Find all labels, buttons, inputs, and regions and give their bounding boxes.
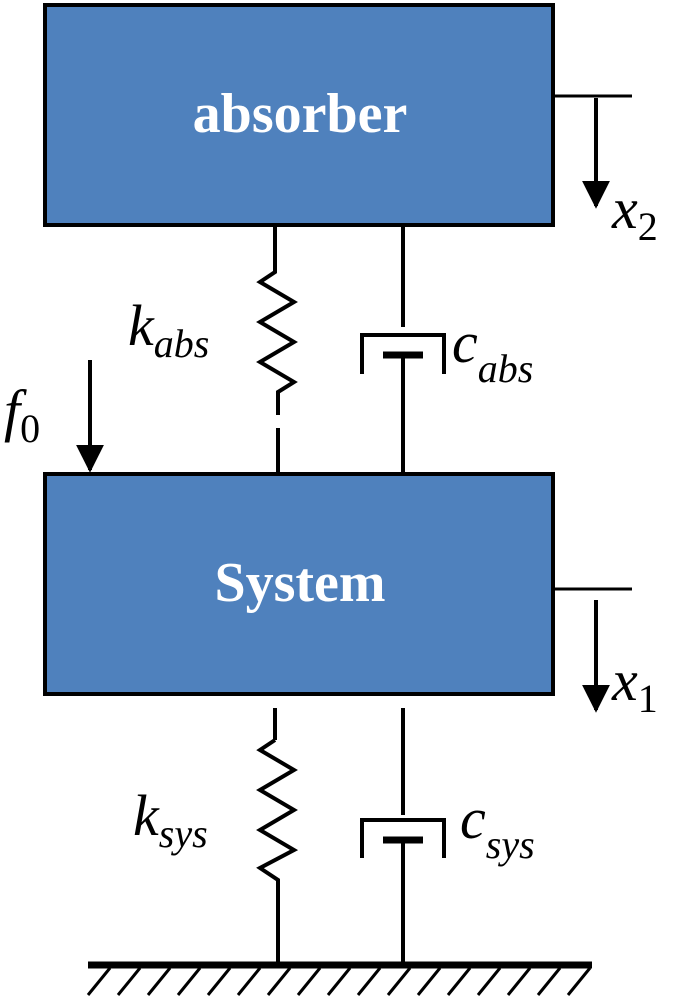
- k-sys-label: ksys: [133, 783, 208, 856]
- spring-k-sys: [256, 708, 299, 965]
- ground-hatch-mark: [86, 967, 112, 996]
- c-abs-label: cabs: [452, 310, 533, 391]
- ground-hatch-mark: [266, 967, 292, 996]
- ground-hatch-mark: [236, 967, 262, 996]
- k-abs-label: kabs: [128, 293, 209, 366]
- ground-hatch-mark: [116, 967, 142, 996]
- ground-hatch-mark: [206, 967, 232, 996]
- ground-hatch-mark: [296, 967, 322, 996]
- ground-hatch-mark: [326, 967, 352, 996]
- damper-c-sys: [360, 708, 446, 965]
- ground: [86, 961, 592, 996]
- ground-hatch-mark: [476, 967, 502, 996]
- ground-hatch-mark: [506, 967, 532, 996]
- damper-c-abs: [360, 225, 446, 474]
- force-f0: f0: [4, 360, 104, 473]
- ground-hatch-mark: [356, 967, 382, 996]
- system-label: System: [214, 552, 385, 614]
- absorber-mass: absorber: [43, 3, 555, 227]
- c-sys-label: csys: [460, 786, 535, 867]
- x2-symbol: x2: [611, 176, 658, 249]
- ground-hatch-mark: [536, 967, 562, 996]
- ground-hatch-mark: [386, 967, 412, 996]
- ground-hatch-mark: [566, 967, 592, 996]
- ground-hatch-mark: [176, 967, 202, 996]
- f0-symbol: f0: [4, 378, 40, 451]
- ground-hatch-mark: [446, 967, 472, 996]
- displacement-x2: x2: [553, 94, 658, 249]
- displacement-x1: x1: [553, 587, 658, 721]
- spring-k-abs: [256, 225, 298, 474]
- ground-hatch-mark: [146, 967, 172, 996]
- absorber-label: absorber: [193, 83, 408, 145]
- ground-hatch-mark: [416, 967, 442, 996]
- system-mass: System: [43, 472, 555, 696]
- x1-symbol: x1: [611, 648, 658, 721]
